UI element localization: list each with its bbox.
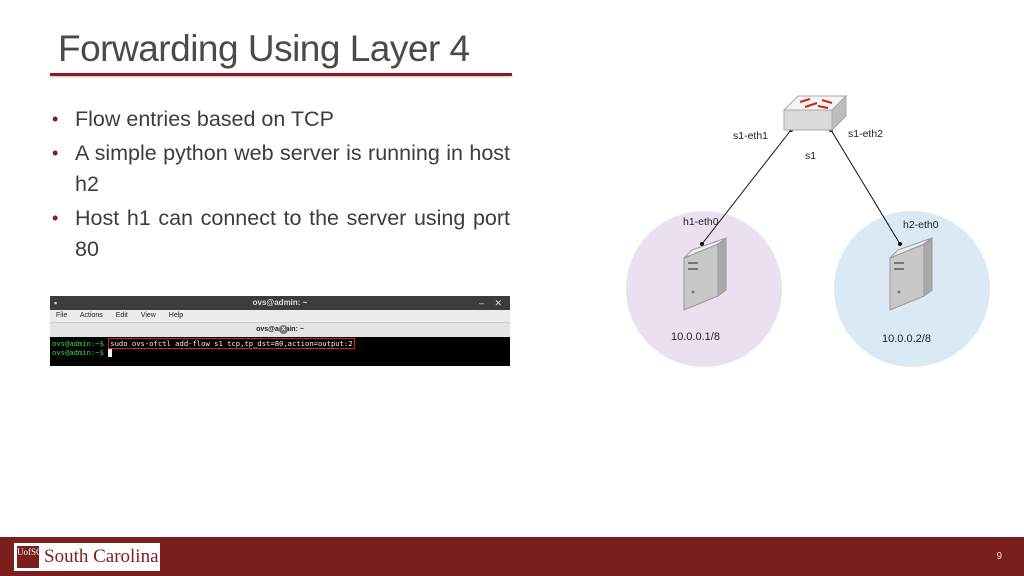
bullet-item: •A simple python web server is running i… (48, 138, 510, 200)
bullet-list: •Flow entries based on TCP •A simple pyt… (48, 104, 510, 268)
terminal-titlebar: ▪ ovs@admin: ~ – ✕ (50, 296, 510, 310)
bullet-item: •Flow entries based on TCP (48, 104, 510, 135)
iface-label-h2: h2-eth0 (903, 219, 939, 231)
title-underline (50, 73, 512, 76)
terminal-window-title: ovs@admin: ~ (252, 298, 308, 307)
terminal-prompt: ovs@admin:~$ (52, 348, 104, 357)
terminal-screenshot: ▪ ovs@admin: ~ – ✕ File Actions Edit Vie… (50, 296, 510, 366)
bullet-icon: • (52, 208, 59, 228)
close-tab-icon: × (279, 325, 288, 334)
ip-label-h1: 10.0.0.1/8 (671, 331, 720, 343)
bullet-icon: • (52, 109, 59, 129)
menu-help: Help (168, 312, 184, 319)
menu-actions: Actions (79, 312, 103, 319)
window-controls-icon: – ✕ (478, 298, 506, 308)
port-dot (898, 242, 902, 246)
terminal-app-icon: ▪ (54, 298, 58, 308)
footer-bar: UofSC South Carolina 9 (0, 537, 1024, 576)
bullet-icon: • (52, 143, 59, 163)
university-logo: UofSC South Carolina (14, 543, 160, 571)
terminal-line: ovs@admin:~$ (52, 348, 508, 357)
menu-view: View (140, 312, 156, 319)
server-icon (889, 237, 933, 311)
slide-title: Forwarding Using Layer 4 (58, 28, 470, 69)
terminal-line: ovs@admin:~$ sudo ovs-ofctl add-flow s1 … (52, 338, 508, 349)
link-s1-h1 (701, 129, 792, 245)
terminal-command: sudo ovs-ofctl add-flow s1 tcp,tp_dst=80… (108, 338, 355, 349)
link-s1-h2 (830, 129, 901, 245)
terminal-prompt: ovs@admin:~$ (52, 339, 104, 348)
logo-mark: UofSC (17, 546, 42, 568)
network-topology-diagram: s1-eth1 s1-eth2 s1 h1-eth0 h2-eth0 10.0.… (600, 80, 1020, 380)
terminal-tab: ovs@admin: ~ × (50, 322, 510, 337)
bullet-item: •Host h1 can connect to the server using… (48, 203, 510, 265)
port-dot (700, 242, 704, 246)
menu-edit: Edit (115, 312, 128, 319)
switch-icon (782, 94, 848, 132)
switch-label: s1 (805, 150, 817, 162)
topology-graphic (626, 94, 990, 367)
terminal-cursor (108, 349, 113, 357)
terminal-body: ovs@admin:~$ sudo ovs-ofctl add-flow s1 … (50, 337, 510, 359)
server-icon (683, 237, 727, 311)
ip-label-h2: 10.0.0.2/8 (882, 333, 931, 345)
menu-file: File (56, 312, 68, 319)
iface-label-h1: h1-eth0 (683, 216, 719, 228)
page-number: 9 (996, 551, 1002, 562)
terminal-menubar: File Actions Edit View Help (50, 310, 510, 322)
logo-text: South Carolina (44, 546, 159, 567)
port-label-s1-eth2: s1-eth2 (848, 128, 884, 140)
port-label-s1-eth1: s1-eth1 (733, 130, 769, 142)
